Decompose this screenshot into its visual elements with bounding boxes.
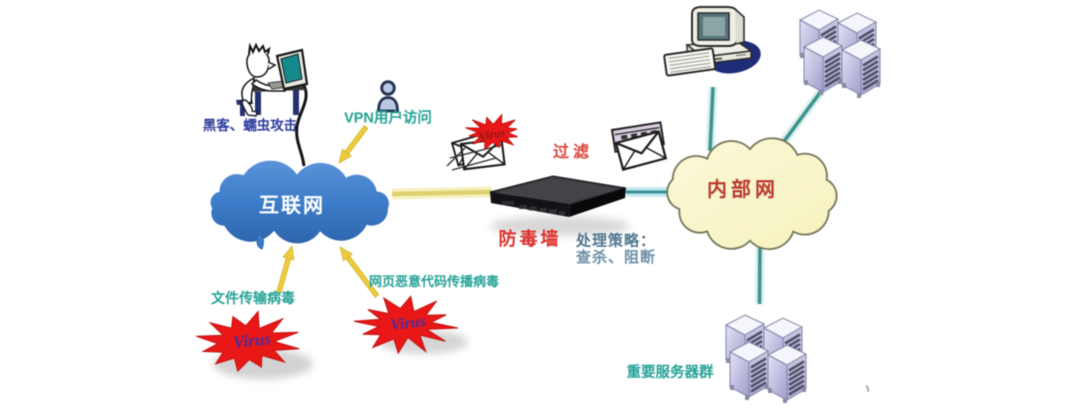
svg-text:过滤: 过滤 [553, 142, 593, 161]
svg-text:重要服务器群: 重要服务器群 [627, 363, 714, 381]
svg-text:Virus: Virus [478, 125, 507, 143]
svg-text:文件传输病毒: 文件传输病毒 [211, 290, 295, 306]
svg-text:查杀、阻断: 查杀、阻断 [576, 248, 656, 266]
svg-text:Virus: Virus [389, 313, 426, 334]
svg-text:内部网: 内部网 [707, 177, 779, 201]
svg-text:网页恶意代码传播病毒: 网页恶意代码传播病毒 [369, 274, 499, 289]
svg-text:互联网: 互联网 [259, 194, 325, 217]
svg-text:黑客、蠕虫攻击: 黑客、蠕虫攻击 [203, 117, 298, 133]
svg-text:防毒墙: 防毒墙 [499, 228, 562, 249]
svg-text:Virus: Virus [232, 329, 272, 352]
svg-text:处理策略：: 处理策略： [575, 232, 656, 250]
svg-text:VPN用户访问: VPN用户访问 [344, 109, 432, 127]
